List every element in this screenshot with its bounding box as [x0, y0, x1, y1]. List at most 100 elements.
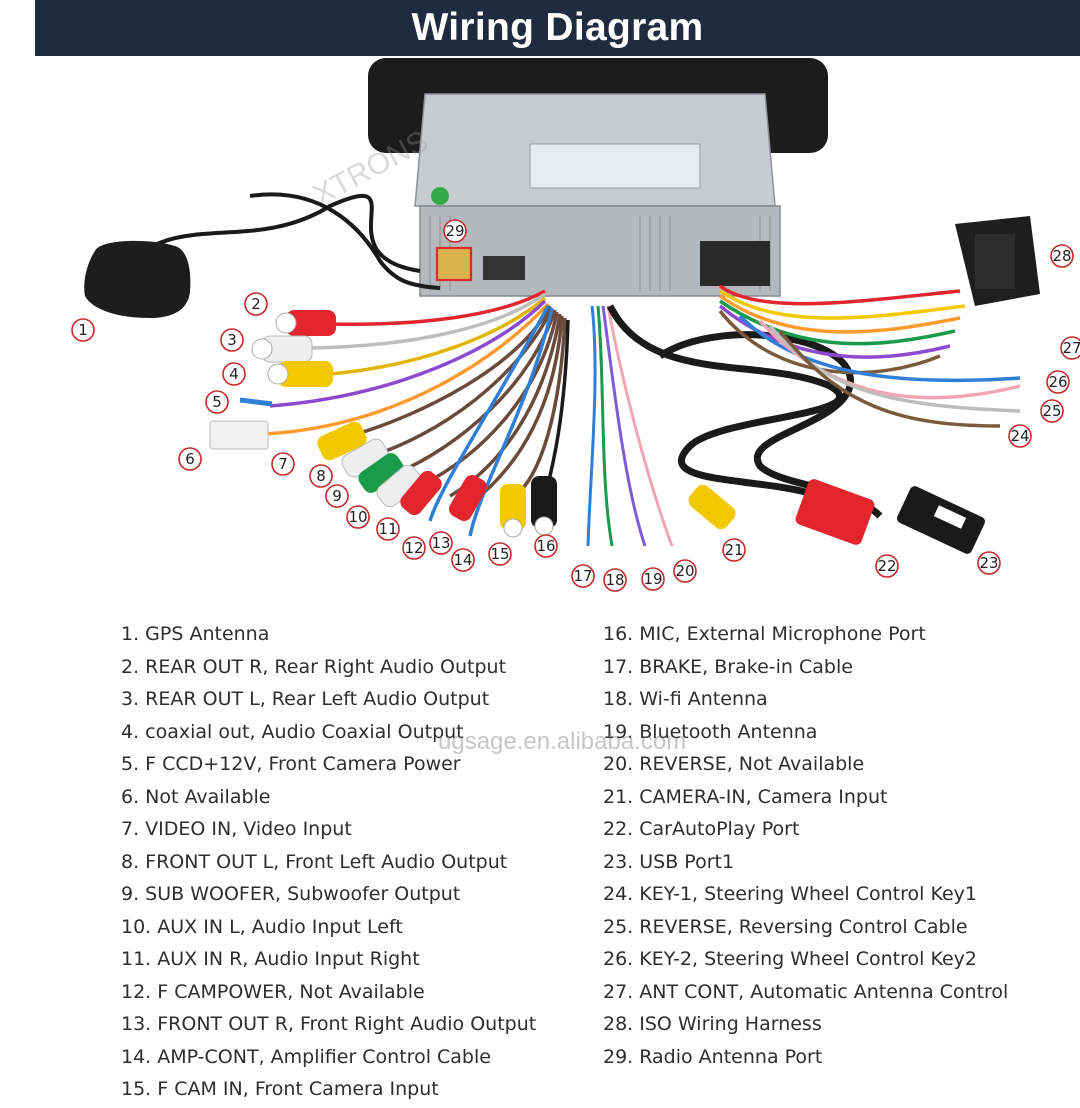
- callout-badge: 29: [443, 219, 467, 243]
- connector-not-available: [209, 420, 269, 450]
- callout-badge: 6: [178, 447, 202, 471]
- legend-item: 14. AMP-CONT, Amplifier Control Cable: [121, 1045, 491, 1068]
- legend-item: 4. coaxial out, Audio Coaxial Output: [121, 720, 464, 743]
- iso-harness-wires: [718, 284, 1021, 428]
- legend-item: 15. F CAM IN, Front Camera Input: [121, 1078, 439, 1100]
- callout-badge: 15: [488, 542, 512, 566]
- callout-number: 9: [332, 487, 342, 505]
- legend-item: 7. VIDEO IN, Video Input: [121, 818, 352, 840]
- legend-item: 24. KEY-1, Steering Wheel Control Key1: [603, 883, 977, 905]
- callout-badge: 2: [244, 292, 268, 316]
- callout-badge: 22: [875, 554, 899, 578]
- legend-item: 3. REAR OUT L, Rear Left Audio Output: [121, 688, 490, 710]
- legend-left-column: 1. GPS Antenna 2. REAR OUT R, Rear Right …: [121, 620, 536, 1108]
- callout-badge: 17: [571, 564, 595, 588]
- callout-badge: 12: [402, 536, 426, 560]
- callout-badge: 27: [1060, 336, 1080, 360]
- legend-item: 11. AUX IN R, Audio Input Right: [121, 948, 420, 970]
- legend-item: 23. USB Port1: [603, 850, 735, 873]
- legend-item: 6. Not Available: [121, 785, 271, 808]
- callout-badge: 21: [722, 538, 746, 562]
- callout-number: 13: [431, 534, 450, 552]
- callout-number: 6: [185, 450, 195, 468]
- legend-item: 21. CAMERA-IN, Camera Input: [603, 785, 888, 808]
- callout-badge: 4: [222, 362, 246, 386]
- legend-item: 19. Bluetooth Antenna: [603, 720, 818, 743]
- callout-number: 22: [877, 557, 896, 575]
- rca-plug-coaxial: [267, 361, 333, 387]
- legend-item: 18. Wi-fi Antenna: [603, 688, 768, 710]
- callout-number: 14: [453, 551, 472, 569]
- rca-plug-rear-l: [251, 335, 313, 363]
- legend-item: 25. REVERSE, Reversing Control Cable: [603, 915, 968, 938]
- legend-item: 13. FRONT OUT R, Front Right Audio Outpu…: [121, 1013, 537, 1035]
- rca-plug-video-in: [317, 421, 367, 461]
- callout-number: 10: [348, 508, 367, 526]
- callout-number: 11: [378, 520, 397, 538]
- callout-number: 1: [78, 321, 88, 339]
- callout-badge: 5: [205, 390, 229, 414]
- callout-number: 24: [1010, 427, 1029, 445]
- callout-badge: 23: [977, 551, 1001, 575]
- site-watermark: ugsage.en.alibaba.com: [438, 728, 687, 755]
- legend-item: 9. SUB WOOFER, Subwoofer Output: [121, 883, 461, 905]
- page-title: Wiring Diagram: [411, 6, 704, 49]
- callout-badge: 20: [673, 559, 697, 583]
- callout-badge: 25: [1040, 399, 1064, 423]
- callout-number: 28: [1052, 247, 1071, 265]
- callout-number: 25: [1042, 402, 1061, 420]
- legend-item: 29. Radio Antenna Port: [603, 1045, 823, 1068]
- callout-number: 29: [445, 222, 464, 240]
- rca-plug-subwoofer: [358, 453, 404, 493]
- callout-number: 18: [605, 571, 624, 589]
- callout-badge: 24: [1008, 424, 1032, 448]
- rca-plug-front-out-r: [449, 475, 487, 521]
- radio-antenna-port: [435, 246, 473, 282]
- callout-badge: 19: [641, 567, 665, 591]
- gps-antenna: [84, 192, 441, 318]
- callout-number: 20: [675, 562, 694, 580]
- callout-badge: 8: [309, 464, 333, 488]
- legend-item: 8. FRONT OUT L, Front Left Audio Output: [121, 850, 508, 873]
- callout-number: 19: [643, 570, 662, 588]
- callout-number: 4: [229, 365, 239, 383]
- legend-item: 1. GPS Antenna: [121, 623, 270, 645]
- callout-badge: 28: [1050, 244, 1074, 268]
- legend-item: 26. KEY-2, Steering Wheel Control Key2: [603, 948, 977, 970]
- callout-badge: 7: [271, 452, 295, 476]
- header-bar: Wiring Diagram: [35, 0, 1080, 56]
- carautoplay-port: [795, 479, 875, 545]
- callout-badge: 18: [603, 568, 627, 592]
- rca-plug-camera-in: [688, 484, 736, 530]
- wire-front-camera-power: [239, 397, 273, 407]
- callout-number: 15: [490, 545, 509, 563]
- legend-item: 2. REAR OUT R, Rear Right Audio Output: [121, 655, 507, 678]
- callout-number: 5: [212, 393, 222, 411]
- callout-number: 12: [404, 539, 423, 557]
- legend-item: 22. CarAutoPlay Port: [603, 818, 800, 840]
- callout-number: 8: [316, 467, 326, 485]
- iso-connector: [955, 216, 1040, 306]
- callout-number: 17: [573, 567, 592, 585]
- head-unit-chassis: [414, 93, 781, 297]
- callout-number: 16: [536, 537, 555, 555]
- rca-plug-rear-r: [275, 310, 336, 336]
- left-wire-bundle: [264, 289, 570, 537]
- callout-badge: 16: [534, 534, 558, 558]
- rca-plug-front-cam-in: [500, 484, 526, 538]
- usb-port: [897, 486, 985, 554]
- legend-item: 17. BRAKE, Brake-in Cable: [603, 655, 853, 678]
- callout-number: 2: [251, 295, 261, 313]
- callout-badge: 26: [1046, 370, 1070, 394]
- callout-badge: 11: [376, 517, 400, 541]
- legend-item: 27. ANT CONT, Automatic Antenna Control: [603, 980, 1009, 1003]
- callout-number: 3: [227, 331, 237, 349]
- callout-badge: 1: [71, 318, 95, 342]
- callout-badge: 14: [451, 548, 475, 572]
- legend-item: 20. REVERSE, Not Available: [603, 753, 865, 775]
- legend-item: 10. AUX IN L, Audio Input Left: [121, 915, 403, 938]
- callout-number: 27: [1062, 339, 1080, 357]
- callout-badge: 9: [325, 484, 349, 508]
- legend-item: 28. ISO Wiring Harness: [603, 1013, 822, 1035]
